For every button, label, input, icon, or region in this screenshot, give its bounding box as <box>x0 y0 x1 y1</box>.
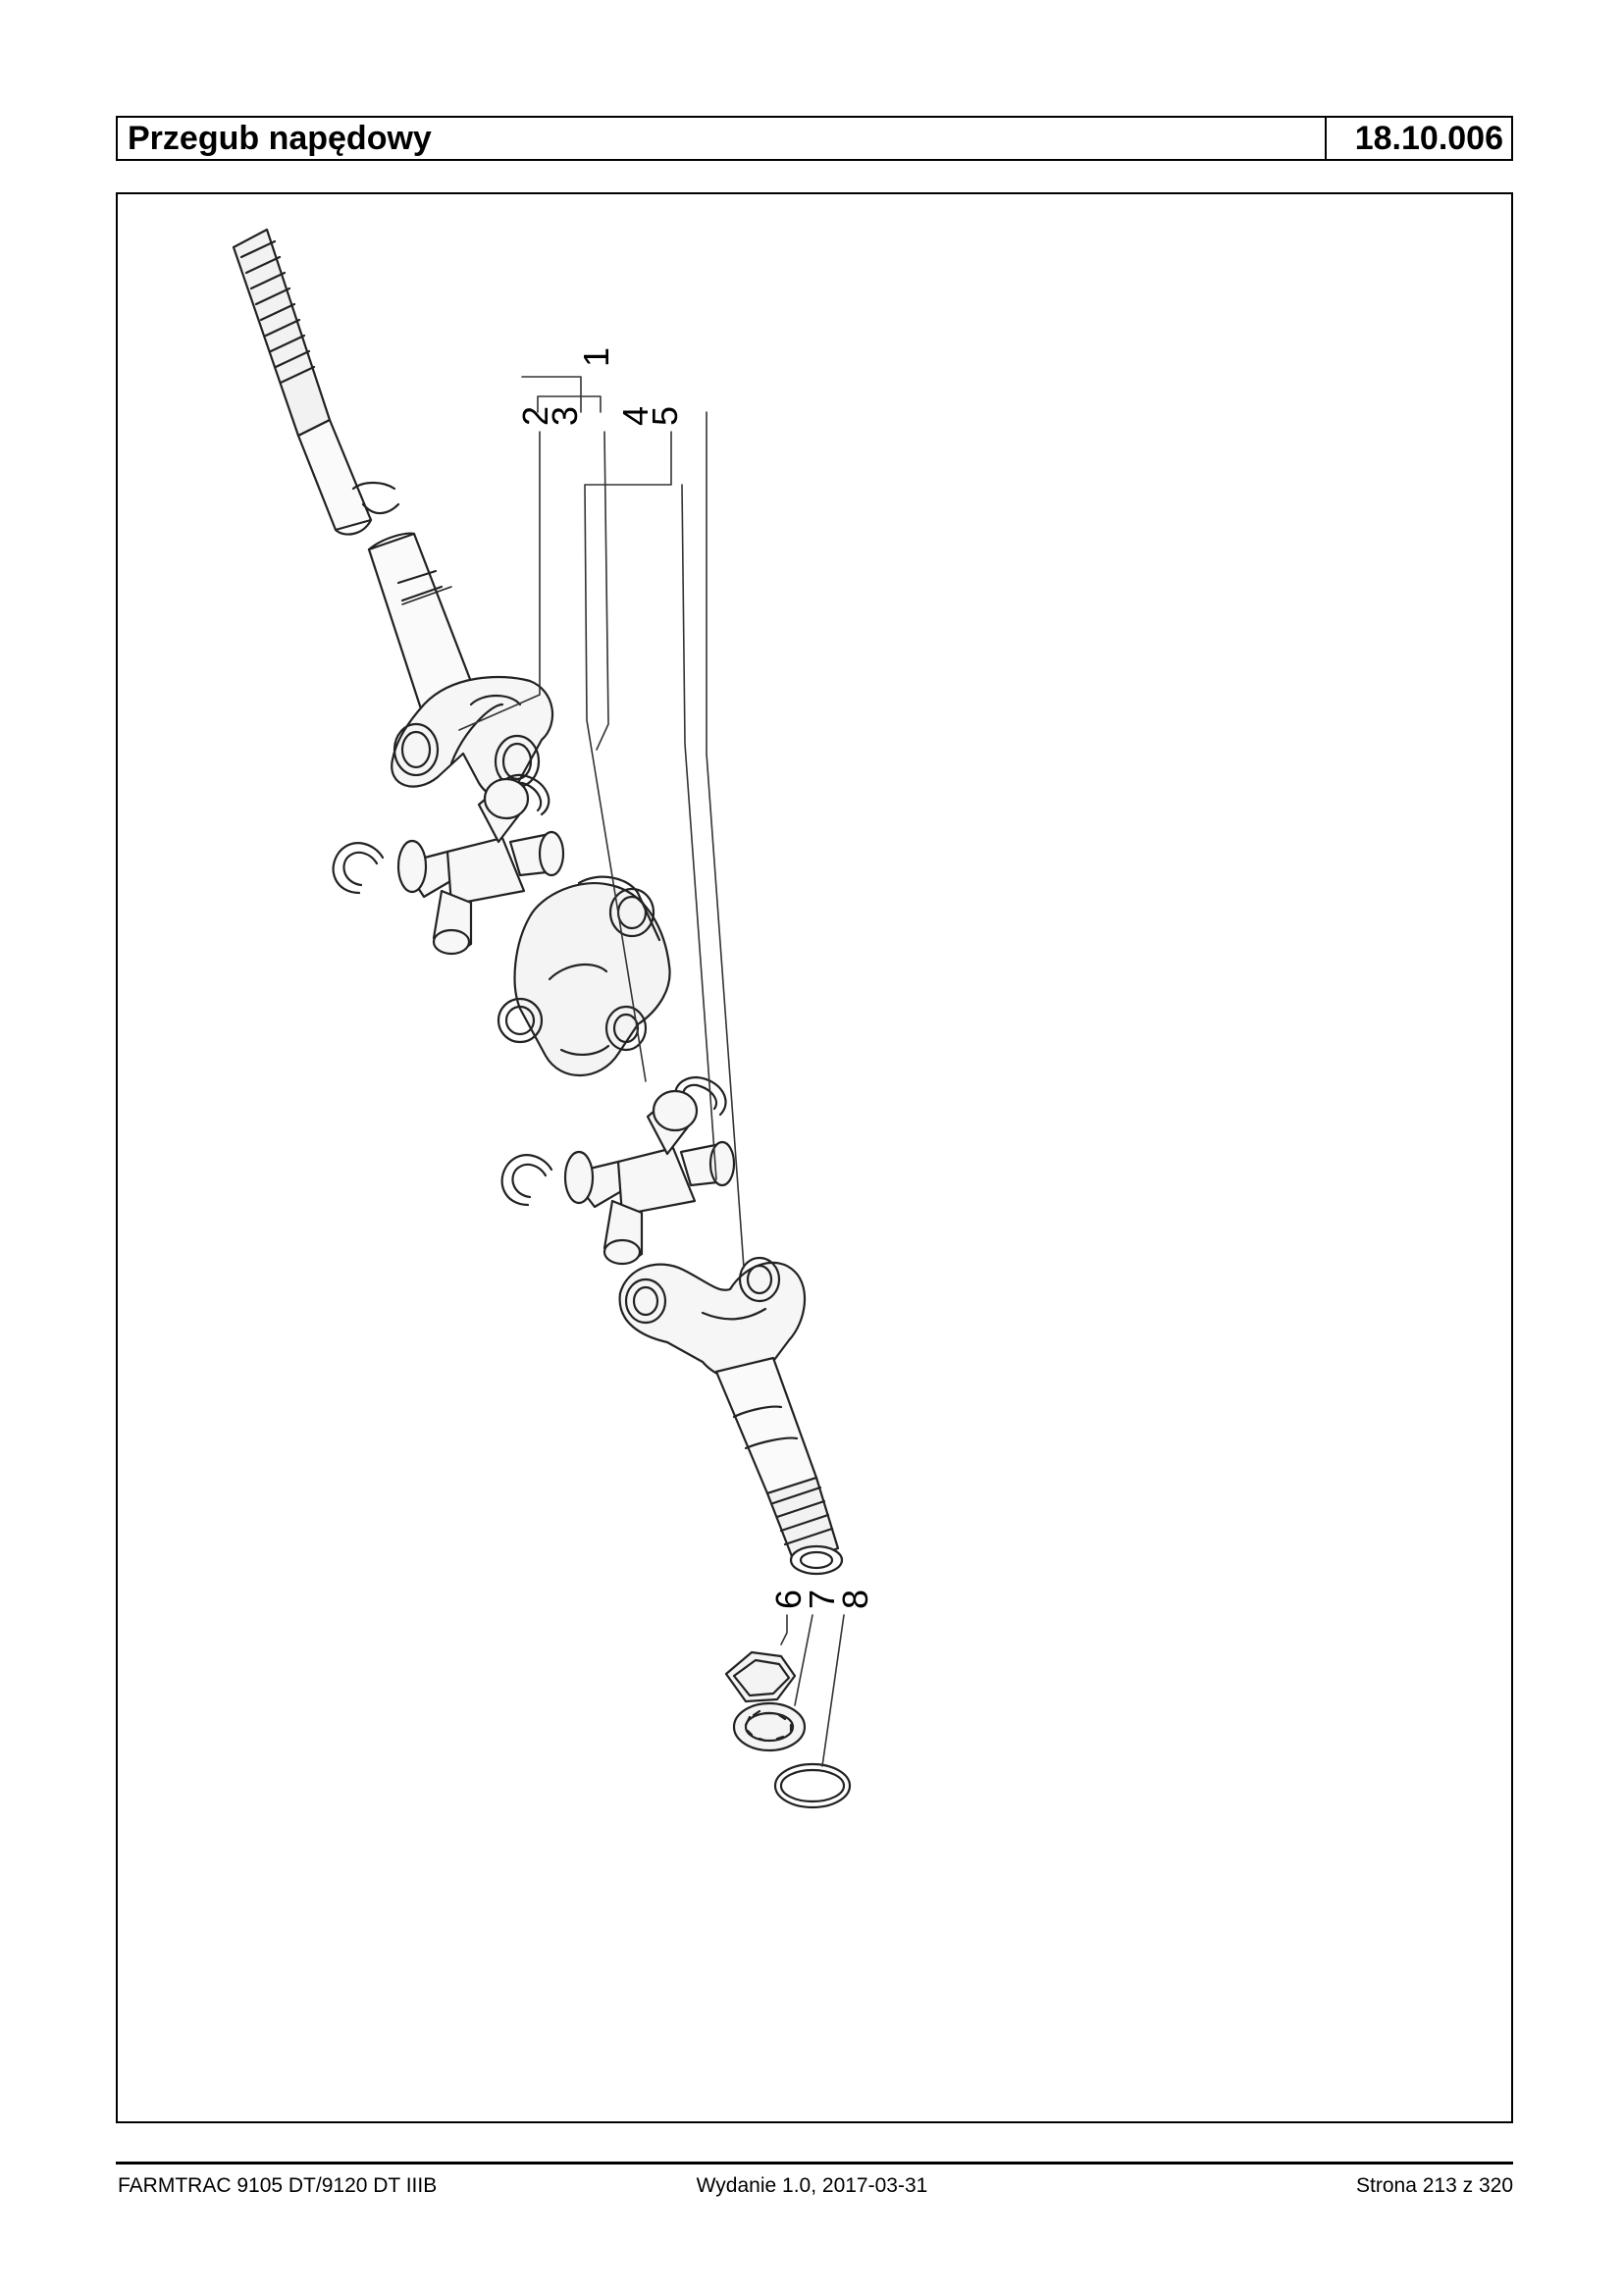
footer-edition: Wydanie 1.0, 2017-03-31 <box>696 2174 928 2197</box>
callout-3: 3 <box>545 406 585 426</box>
center-double-yoke <box>497 875 671 1077</box>
toothed-washer <box>732 1701 807 1752</box>
snap-ring <box>773 1762 852 1809</box>
exploded-view-frame: 1 2 3 4 5 6 7 8 <box>116 192 1513 2123</box>
leader-lines <box>458 376 845 1767</box>
section-code: 18.10.006 <box>1325 118 1511 159</box>
footer-model: FARMTRAC 9105 DT/9120 DT IIIB <box>118 2174 438 2197</box>
callout-1: 1 <box>576 347 616 367</box>
callout-8: 8 <box>835 1590 875 1609</box>
callout-5: 5 <box>645 406 685 426</box>
upper-shaft <box>232 228 485 732</box>
footer-page-number: Strona 213 z 320 <box>1356 2174 1513 2197</box>
lower-cross <box>563 1089 736 1266</box>
callout-labels: 1 2 3 4 5 6 7 8 <box>515 347 875 1609</box>
callout-4: 4 <box>615 406 655 426</box>
lower-shaft <box>714 1356 844 1576</box>
upper-cross <box>396 777 565 956</box>
callout-2: 2 <box>515 406 555 426</box>
page-title: Przegub napędowy <box>128 120 432 157</box>
callout-7: 7 <box>802 1590 842 1609</box>
hex-nut <box>724 1650 797 1703</box>
upper-circlip-left <box>332 842 385 895</box>
lower-circlip-left <box>500 1154 553 1207</box>
callout-6: 6 <box>768 1590 809 1609</box>
footer-divider <box>116 2162 1513 2165</box>
page-header: Przegub napędowy 18.10.006 <box>116 116 1513 161</box>
drive-joint-exploded-view: 1 2 3 4 5 6 7 8 <box>232 228 875 1809</box>
lower-yoke <box>618 1256 807 1382</box>
